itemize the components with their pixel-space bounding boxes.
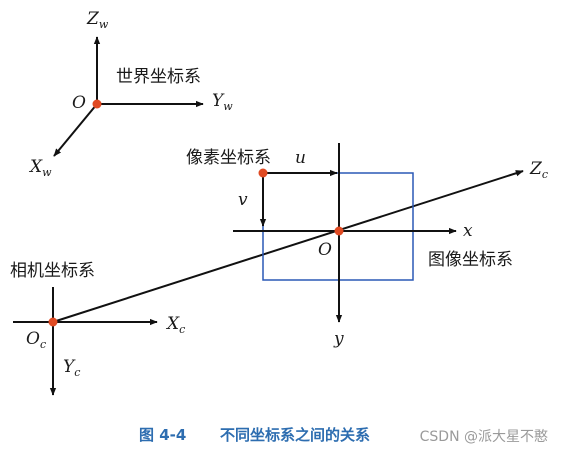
pixel-frame: 像素坐标系 u v <box>186 148 338 227</box>
world-x-label: Xw <box>28 157 52 179</box>
world-z-label: Zw <box>86 9 109 31</box>
world-origin-label: O <box>72 93 86 113</box>
camera-x-label: Xc <box>165 314 185 336</box>
image-frame: x y O 图像坐标系 <box>233 143 513 349</box>
camera-y-label: Yc <box>63 357 80 379</box>
camera-frame: 相机坐标系 Xc Oc Yc <box>10 261 185 396</box>
camera-origin-label: Oc <box>26 329 46 351</box>
world-x-axis <box>53 103 98 157</box>
image-x-label: x <box>463 221 473 241</box>
world-origin-dot <box>92 99 102 109</box>
figure-title: 不同坐标系之间的关系 <box>220 426 371 444</box>
pixel-v-label: v <box>238 190 248 210</box>
figure-number: 图 4-4 <box>139 426 187 444</box>
pixel-u-label: u <box>295 148 306 168</box>
world-frame: Zw Yw Xw O 世界坐标系 <box>28 9 233 179</box>
camera-z-axis <box>52 170 524 323</box>
world-y-label: Yw <box>212 91 233 113</box>
image-title: 图像坐标系 <box>428 250 513 270</box>
world-title: 世界坐标系 <box>116 67 201 87</box>
image-y-label: y <box>333 329 344 349</box>
watermark: CSDN @派大星不憨 <box>419 429 548 445</box>
image-origin-dot <box>334 226 344 236</box>
camera-title: 相机坐标系 <box>10 261 95 281</box>
image-origin-label: O <box>318 240 332 260</box>
pixel-origin-dot <box>258 168 268 178</box>
camera-origin-dot <box>48 317 58 327</box>
camera-z-label: Zc <box>529 159 548 181</box>
pixel-title: 像素坐标系 <box>186 148 271 168</box>
figure-caption: 图 4-4 不同坐标系之间的关系 CSDN @派大星不憨 <box>0 422 562 450</box>
